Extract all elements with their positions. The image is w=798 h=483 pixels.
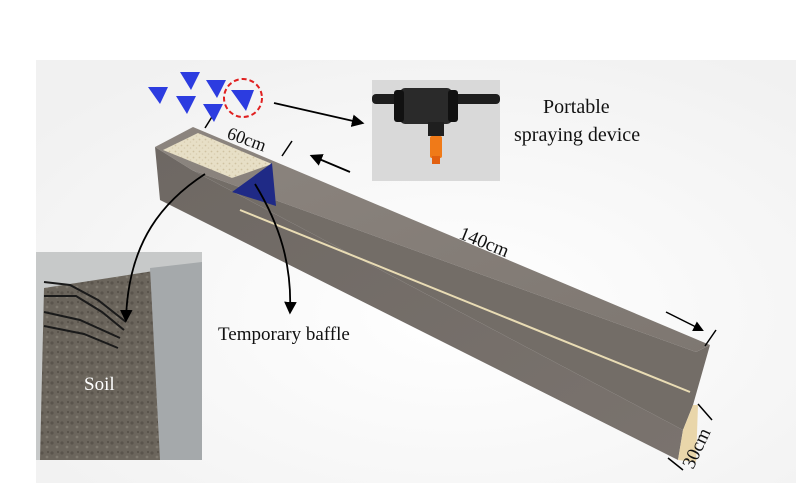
dim-arrow-right (665, 311, 704, 331)
pipe-fitting-photo (400, 88, 452, 124)
arrow-to-soil-photo (119, 173, 206, 323)
arrow-photo-to-box (309, 154, 351, 173)
soil-cable-2 (44, 295, 125, 331)
soil-trough-wall (150, 262, 202, 460)
spray-nozzle-icon (206, 80, 226, 98)
soil-photo (36, 252, 202, 460)
soil-region (163, 133, 272, 178)
flume-front-face (155, 147, 683, 460)
soil-cable-4 (43, 325, 119, 349)
spray-nozzle-group (148, 72, 263, 122)
flume-side-face (192, 170, 710, 430)
pipe-collar-left (394, 90, 404, 122)
flume-box (155, 127, 710, 462)
dim-tick-bottom (667, 457, 684, 471)
flume-end-face (678, 405, 698, 462)
dim-tick-right (704, 329, 717, 347)
highlight-circle (223, 78, 263, 118)
spray-tip (430, 136, 442, 158)
portable-label-line2: spraying device (514, 124, 640, 146)
soil-cable-3 (43, 311, 121, 339)
soil-cable-1 (43, 281, 127, 323)
spray-nozzle-icon (176, 96, 196, 114)
spray-nozzle-icon (180, 72, 200, 90)
spray-nozzle-icon (231, 90, 254, 111)
temporary-baffle-shape (232, 163, 276, 206)
spray-tip-end (432, 156, 440, 164)
portable-label-line1: Portable (543, 96, 610, 118)
pipe-collar-right (448, 90, 458, 122)
dim-tick-top-right (281, 140, 293, 157)
soil-label: Soil (84, 374, 115, 395)
spray-nozzle-icon (148, 87, 168, 104)
baffle-label: Temporary baffle (218, 324, 350, 345)
pipe-stem (428, 122, 444, 136)
flume-top-face (155, 127, 710, 352)
arrow-to-device-photo (273, 102, 365, 127)
flume-seam (239, 209, 691, 393)
spray-nozzle-icon (203, 104, 223, 122)
device-photo (372, 80, 500, 181)
arrow-to-baffle-label (254, 183, 297, 315)
dim-tick-bottom-top (697, 403, 713, 421)
